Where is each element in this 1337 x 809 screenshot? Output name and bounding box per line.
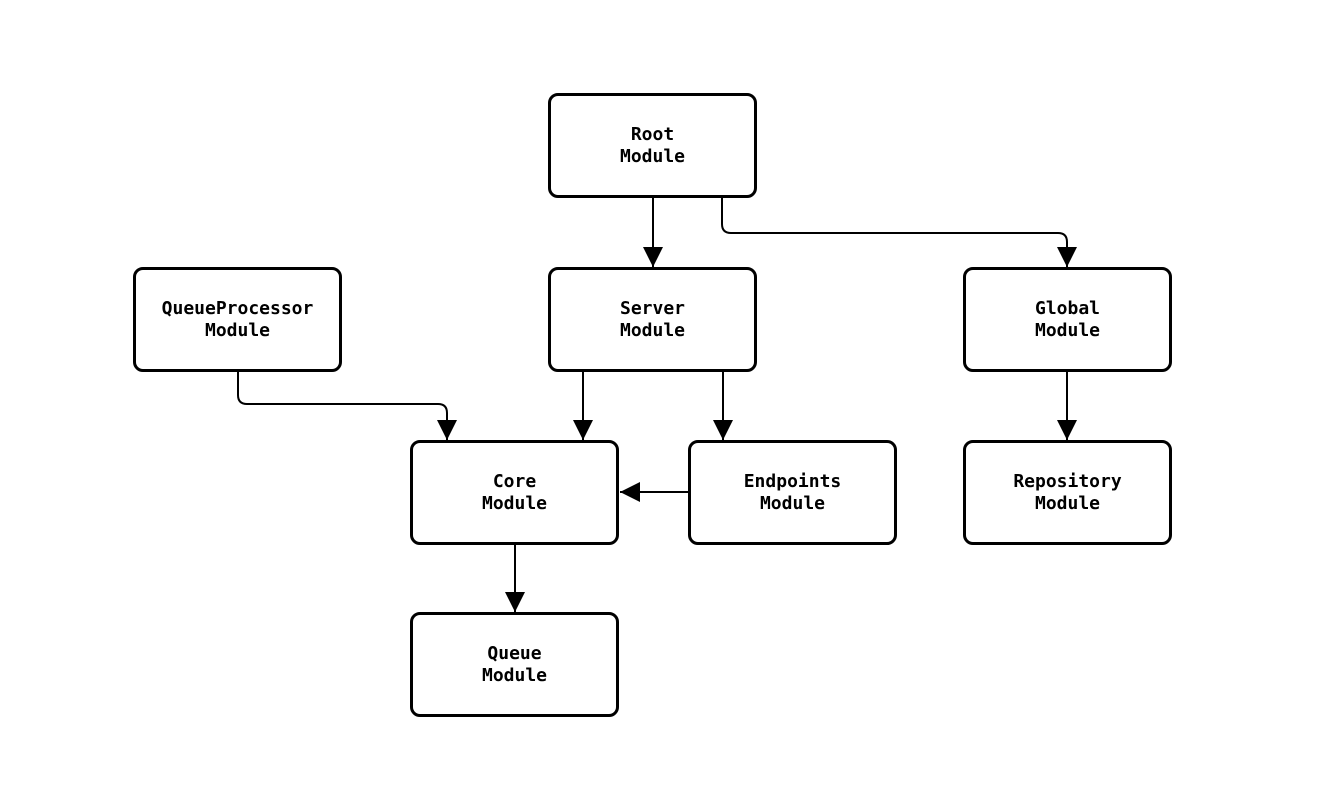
node-label: Server Module (619, 297, 686, 341)
node-label: Repository Module (1013, 470, 1122, 514)
node-label: Core Module (481, 470, 548, 514)
edge-group (237, 198, 1077, 612)
node-queue-module: Queue Module (410, 612, 619, 717)
node-label: QueueProcessor Module (161, 297, 314, 341)
node-repository-module: Repository Module (963, 440, 1172, 545)
node-label: Endpoints Module (743, 470, 842, 514)
edge-root-to-global (721, 198, 1077, 267)
node-label: Root Module (619, 123, 686, 167)
node-global-module: Global Module (963, 267, 1172, 372)
node-core-module: Core Module (410, 440, 619, 545)
node-root-module: Root Module (548, 93, 757, 198)
node-label: Global Module (1034, 297, 1101, 341)
node-endpoints-module: Endpoints Module (688, 440, 897, 545)
edge-queueprocessor-to-core (237, 372, 457, 440)
node-label: Queue Module (481, 642, 548, 686)
node-server-module: Server Module (548, 267, 757, 372)
node-queueprocessor-module: QueueProcessor Module (133, 267, 342, 372)
